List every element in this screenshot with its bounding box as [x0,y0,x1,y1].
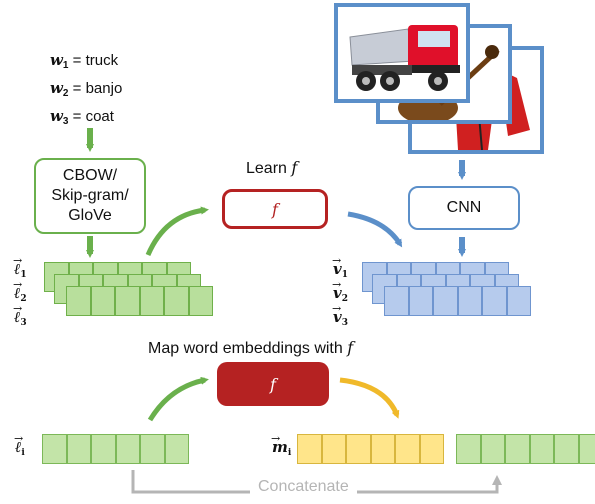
arrow-grid-to-learn-f [145,206,209,257]
map-label: Map word embeddings with f [148,338,354,357]
truck-image [334,3,470,103]
mapped-vector-label: →mi [271,432,292,458]
word-item: w1 = truck [50,51,119,71]
concatenate-label: Concatenate [250,478,357,496]
mapped-vector-row [297,434,444,464]
bottom-word-vector-label: →ℓi [14,432,25,458]
word-list: w1 = truck w2 = banjo w3 = coat [50,50,170,132]
arrow-word-to-map-f [147,376,209,422]
visual-vector-label: →v1 [332,254,348,280]
embedding-line: CBOW/ [62,167,118,184]
word-item: w3 = coat [50,107,114,127]
visual-embedding-row [384,286,531,316]
cnn-box: CNN [408,186,520,230]
word-embedding-row [66,286,213,316]
map-f-box: f [217,362,329,406]
learn-f-label: Learn f [246,158,298,177]
learn-f-box: f [222,189,328,229]
embedding-method-box: CBOW/ Skip-gram/ GloVe [34,158,146,234]
embedding-line: GloVe [68,207,112,224]
visual-vector-label: →v3 [332,302,348,328]
word-item: w2 = banjo [50,79,123,99]
arrow-map-f-to-mapped [339,377,400,419]
embedding-line: Skip-gram/ [51,187,129,204]
word-vector-label: →ℓ1 [13,254,27,280]
word-vector-row [42,434,189,464]
arrow-f-to-visual-grid [347,211,403,248]
truck-icon [349,25,460,91]
visual-vector-label: →v2 [332,278,348,304]
word-vector-label: →ℓ2 [13,278,27,304]
concatenated-vector-row [456,434,595,464]
word-vector-label: →ℓ3 [13,302,27,328]
